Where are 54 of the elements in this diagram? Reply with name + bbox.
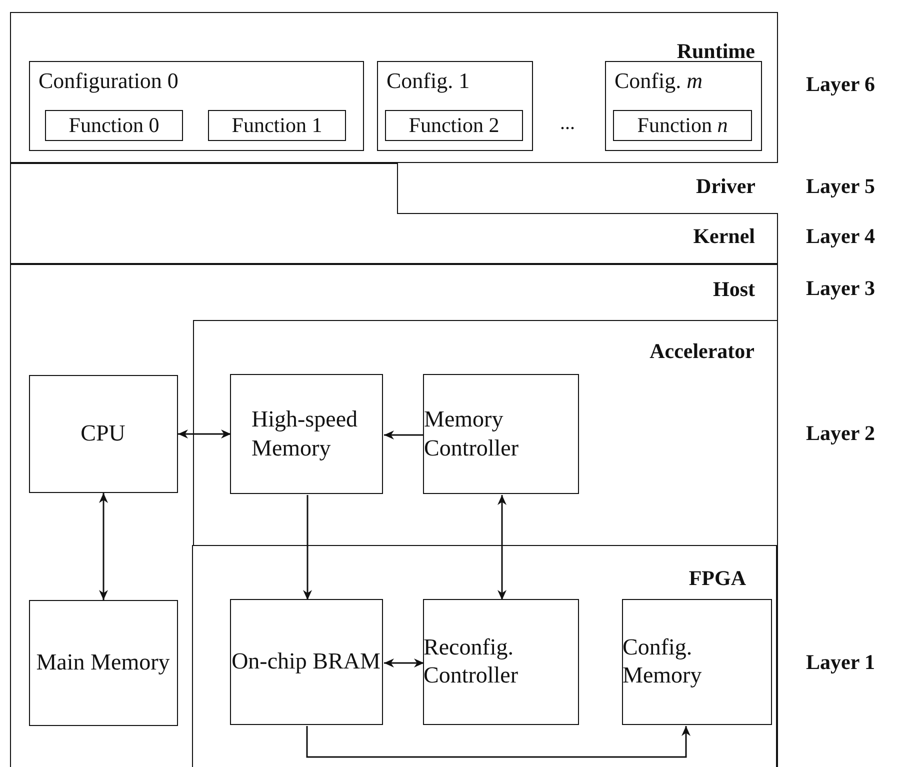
configuration-box xyxy=(376,60,532,150)
function-box xyxy=(45,110,183,141)
layer-region xyxy=(396,162,778,214)
configuration-box xyxy=(604,60,762,150)
arrow xyxy=(99,493,108,600)
region-title: Accelerator xyxy=(650,338,754,364)
region-title: FPGA xyxy=(688,566,746,592)
configuration-title: Configuration 0 xyxy=(38,68,178,94)
arrow xyxy=(384,658,424,668)
layer-label: Layer 4 xyxy=(806,224,876,249)
component-label: Reconfig. Controller xyxy=(424,632,520,690)
function-label: Function n xyxy=(636,112,729,139)
region-title: Driver xyxy=(696,174,756,199)
region-title: Host xyxy=(713,277,755,302)
function-label: Function 2 xyxy=(408,112,500,139)
configuration-title: Config. m xyxy=(614,68,703,94)
layer-label: Layer 5 xyxy=(806,174,876,199)
layer-region xyxy=(10,163,778,264)
ellipsis-label: ... xyxy=(560,112,575,135)
layer-label: Layer 2 xyxy=(806,421,876,446)
component-box xyxy=(230,374,383,494)
component-box xyxy=(422,598,578,724)
layer-region xyxy=(192,545,777,767)
component-label: High-speed Memory xyxy=(252,405,359,462)
component-box xyxy=(622,598,772,724)
region-title: Runtime xyxy=(676,39,755,64)
layer-label: Layer 3 xyxy=(806,276,876,301)
layer-region xyxy=(10,12,778,163)
region-title: Kernel xyxy=(693,224,755,250)
layer-label: Layer 1 xyxy=(806,650,876,675)
component-label: Main Memory xyxy=(36,648,170,676)
function-box xyxy=(613,110,752,141)
configuration-title: Config. 1 xyxy=(386,68,470,94)
component-label: CPU xyxy=(80,419,126,448)
layer-label: Layer 6 xyxy=(806,72,876,97)
configuration-box xyxy=(28,60,364,150)
component-box xyxy=(423,374,579,494)
arrow xyxy=(384,430,424,440)
component-label: Config. Memory xyxy=(622,632,703,690)
arrow xyxy=(498,495,506,600)
function-label: Function 1 xyxy=(230,112,324,139)
component-label: Memory Controller xyxy=(424,405,520,462)
component-box xyxy=(28,600,178,726)
arrow xyxy=(303,495,312,600)
function-label: Function 0 xyxy=(68,112,160,139)
component-box xyxy=(28,374,178,492)
function-box xyxy=(385,110,523,141)
arrow xyxy=(306,726,690,758)
arrow xyxy=(178,430,231,438)
function-box xyxy=(208,110,346,141)
component-label: On-chip BRAM xyxy=(232,647,380,676)
layer-region xyxy=(10,264,778,767)
component-box xyxy=(230,598,382,724)
layer-region xyxy=(192,320,778,767)
